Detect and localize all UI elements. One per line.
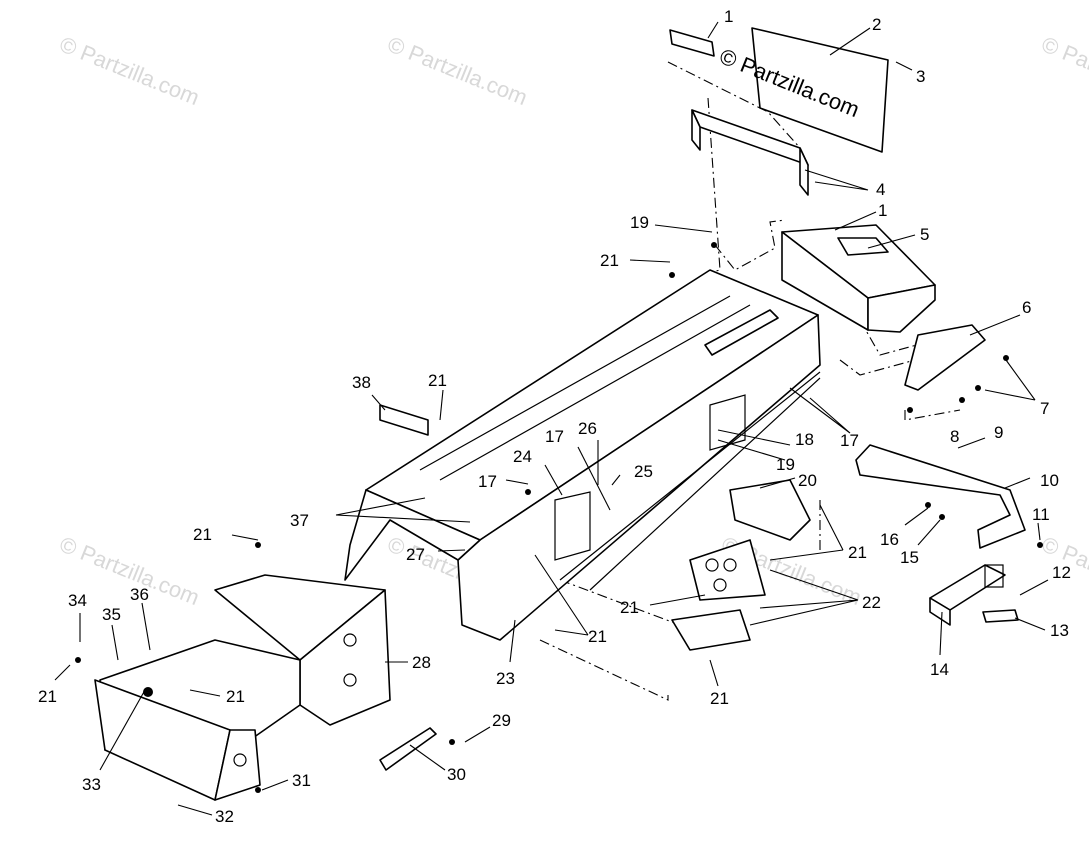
callout-label: 21 <box>38 687 57 706</box>
callout-label: 2 <box>872 15 881 34</box>
decal-top <box>669 29 715 57</box>
callout-label: 37 <box>290 511 309 530</box>
callout-label: 6 <box>1022 298 1031 317</box>
control-bracket <box>671 479 811 651</box>
rear-bumper <box>855 444 1026 549</box>
watermark: © Partzilla.com <box>1038 31 1089 110</box>
leader-lines <box>54 21 1049 816</box>
rear-bumper-plate <box>781 224 936 333</box>
callout-label: 23 <box>496 669 515 688</box>
callout-label: 36 <box>130 585 149 604</box>
callout-label: 4 <box>876 180 885 199</box>
callout-label: 21 <box>848 543 867 562</box>
hitch-block <box>929 564 1006 626</box>
callout-label: 19 <box>776 455 795 474</box>
callout-label: 17 <box>840 431 859 450</box>
watermark: © Partzilla.com <box>384 31 531 110</box>
small-plate <box>379 404 429 436</box>
callout-label: 12 <box>1052 563 1071 582</box>
callout-label: 19 <box>630 213 649 232</box>
callout-label: 21 <box>588 627 607 646</box>
decal-13 <box>982 609 1019 623</box>
callout-label: 32 <box>215 807 234 826</box>
callout-label: 30 <box>447 765 466 784</box>
brace <box>904 324 986 391</box>
callout-label: 20 <box>798 471 817 490</box>
callout-label: 17 <box>545 427 564 446</box>
callout-label: 21 <box>710 689 729 708</box>
callout-label: 8 <box>950 427 959 446</box>
callout-label: 21 <box>600 251 619 270</box>
flap-bracket <box>691 109 809 196</box>
callout-label: 34 <box>68 591 87 610</box>
callout-label: 17 <box>478 472 497 491</box>
callout-label: 18 <box>795 430 814 449</box>
callout-label: 22 <box>862 593 881 612</box>
callout-label: 24 <box>513 447 532 466</box>
hardware-dots <box>75 242 1043 793</box>
callout-label: 3 <box>916 67 925 86</box>
callout-label: 7 <box>1040 399 1049 418</box>
callout-label: 26 <box>578 419 597 438</box>
callout-label: 35 <box>102 605 121 624</box>
callout-label: 9 <box>994 423 1003 442</box>
callout-label: 21 <box>620 598 639 617</box>
callout-label: 16 <box>880 530 899 549</box>
callout-label: 21 <box>193 525 212 544</box>
callout-label: 14 <box>930 660 949 679</box>
callout-label: 13 <box>1050 621 1069 640</box>
callout-label: 21 <box>428 371 447 390</box>
callout-label: 38 <box>352 373 371 392</box>
callout-label: 33 <box>82 775 101 794</box>
callout-label: 15 <box>900 548 919 567</box>
watermark: © Partzilla.com <box>56 31 203 110</box>
callout-label: 21 <box>226 687 245 706</box>
callout-label: 29 <box>492 711 511 730</box>
tunnel <box>344 269 821 641</box>
callout-label: 28 <box>412 653 431 672</box>
callout-label: 27 <box>406 545 425 564</box>
front-bulkhead <box>94 574 391 801</box>
callout-label: 1 <box>878 201 887 220</box>
callout-label: 5 <box>920 225 929 244</box>
callout-label: 10 <box>1040 471 1059 490</box>
callout-label: 25 <box>634 462 653 481</box>
callout-label: 11 <box>1032 505 1050 524</box>
callout-labels: 1 2 3 4 1 5 19 21 6 7 38 21 17 26 8 9 18… <box>38 7 1071 826</box>
bracket-30 <box>379 727 437 771</box>
callout-label: 1 <box>724 7 733 26</box>
callout-label: 31 <box>292 771 311 790</box>
